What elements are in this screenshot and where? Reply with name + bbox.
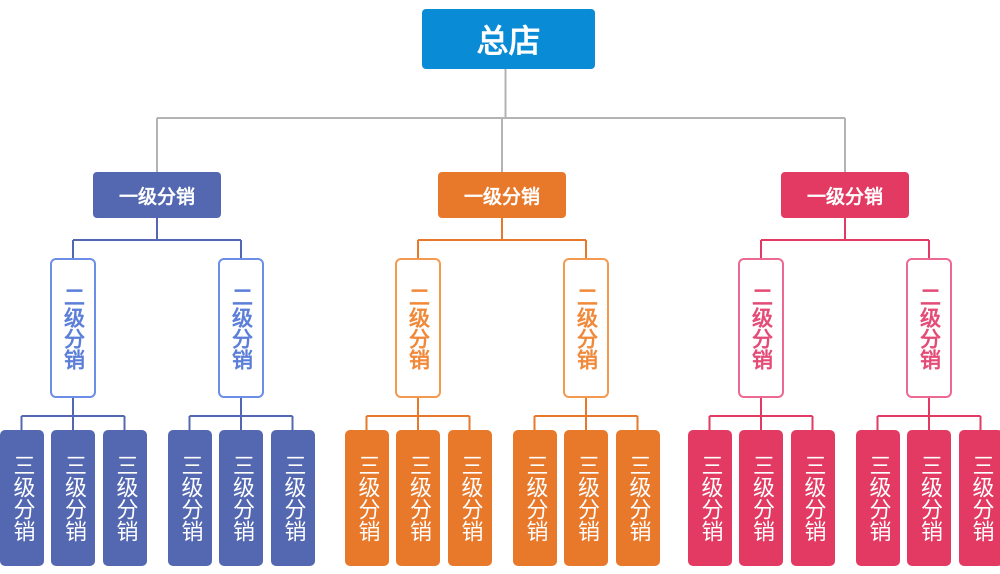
level2-node-1-1: 二级分销 <box>50 258 96 398</box>
level3-node-2-1-3: 三级分销 <box>447 430 492 566</box>
level3-node-1-1-3: 三级分销 <box>102 430 147 566</box>
level3-node-1-1-2: 三级分销 <box>51 430 95 566</box>
level3-node-2-2-2: 三级分销 <box>564 430 608 566</box>
level2-node-2-1: 二级分销 <box>395 258 441 398</box>
level3-node-2-1-1: 三级分销 <box>344 430 389 566</box>
level3-node-1-2-1: 三级分销 <box>167 430 212 566</box>
level3-node-3-1-3: 三级分销 <box>790 430 835 566</box>
level3-node-1-2-2: 三级分销 <box>219 430 263 566</box>
level2-node-3-2: 二级分销 <box>906 258 952 398</box>
level3-node-2-2-1: 三级分销 <box>512 430 557 566</box>
level2-node-3-1: 二级分销 <box>738 258 784 398</box>
level3-node-1-1-1: 三级分销 <box>0 430 44 566</box>
level2-node-1-2: 二级分销 <box>218 258 264 398</box>
level3-node-3-2-1: 三级分销 <box>855 430 900 566</box>
root-node: 总店 <box>422 9 595 69</box>
level3-node-1-2-3: 三级分销 <box>270 430 315 566</box>
level3-node-3-1-2: 三级分销 <box>739 430 783 566</box>
level3-node-3-1-1: 三级分销 <box>687 430 732 566</box>
level2-node-2-2: 二级分销 <box>563 258 609 398</box>
level3-node-3-2-2: 三级分销 <box>907 430 951 566</box>
level3-node-3-2-3: 三级分销 <box>958 430 1000 566</box>
level1-node-3: 一级分销 <box>781 172 909 218</box>
level1-node-2: 一级分销 <box>438 172 566 218</box>
level3-node-2-2-3: 三级分销 <box>615 430 660 566</box>
level1-node-1: 一级分销 <box>93 172 221 218</box>
level3-node-2-1-2: 三级分销 <box>396 430 440 566</box>
